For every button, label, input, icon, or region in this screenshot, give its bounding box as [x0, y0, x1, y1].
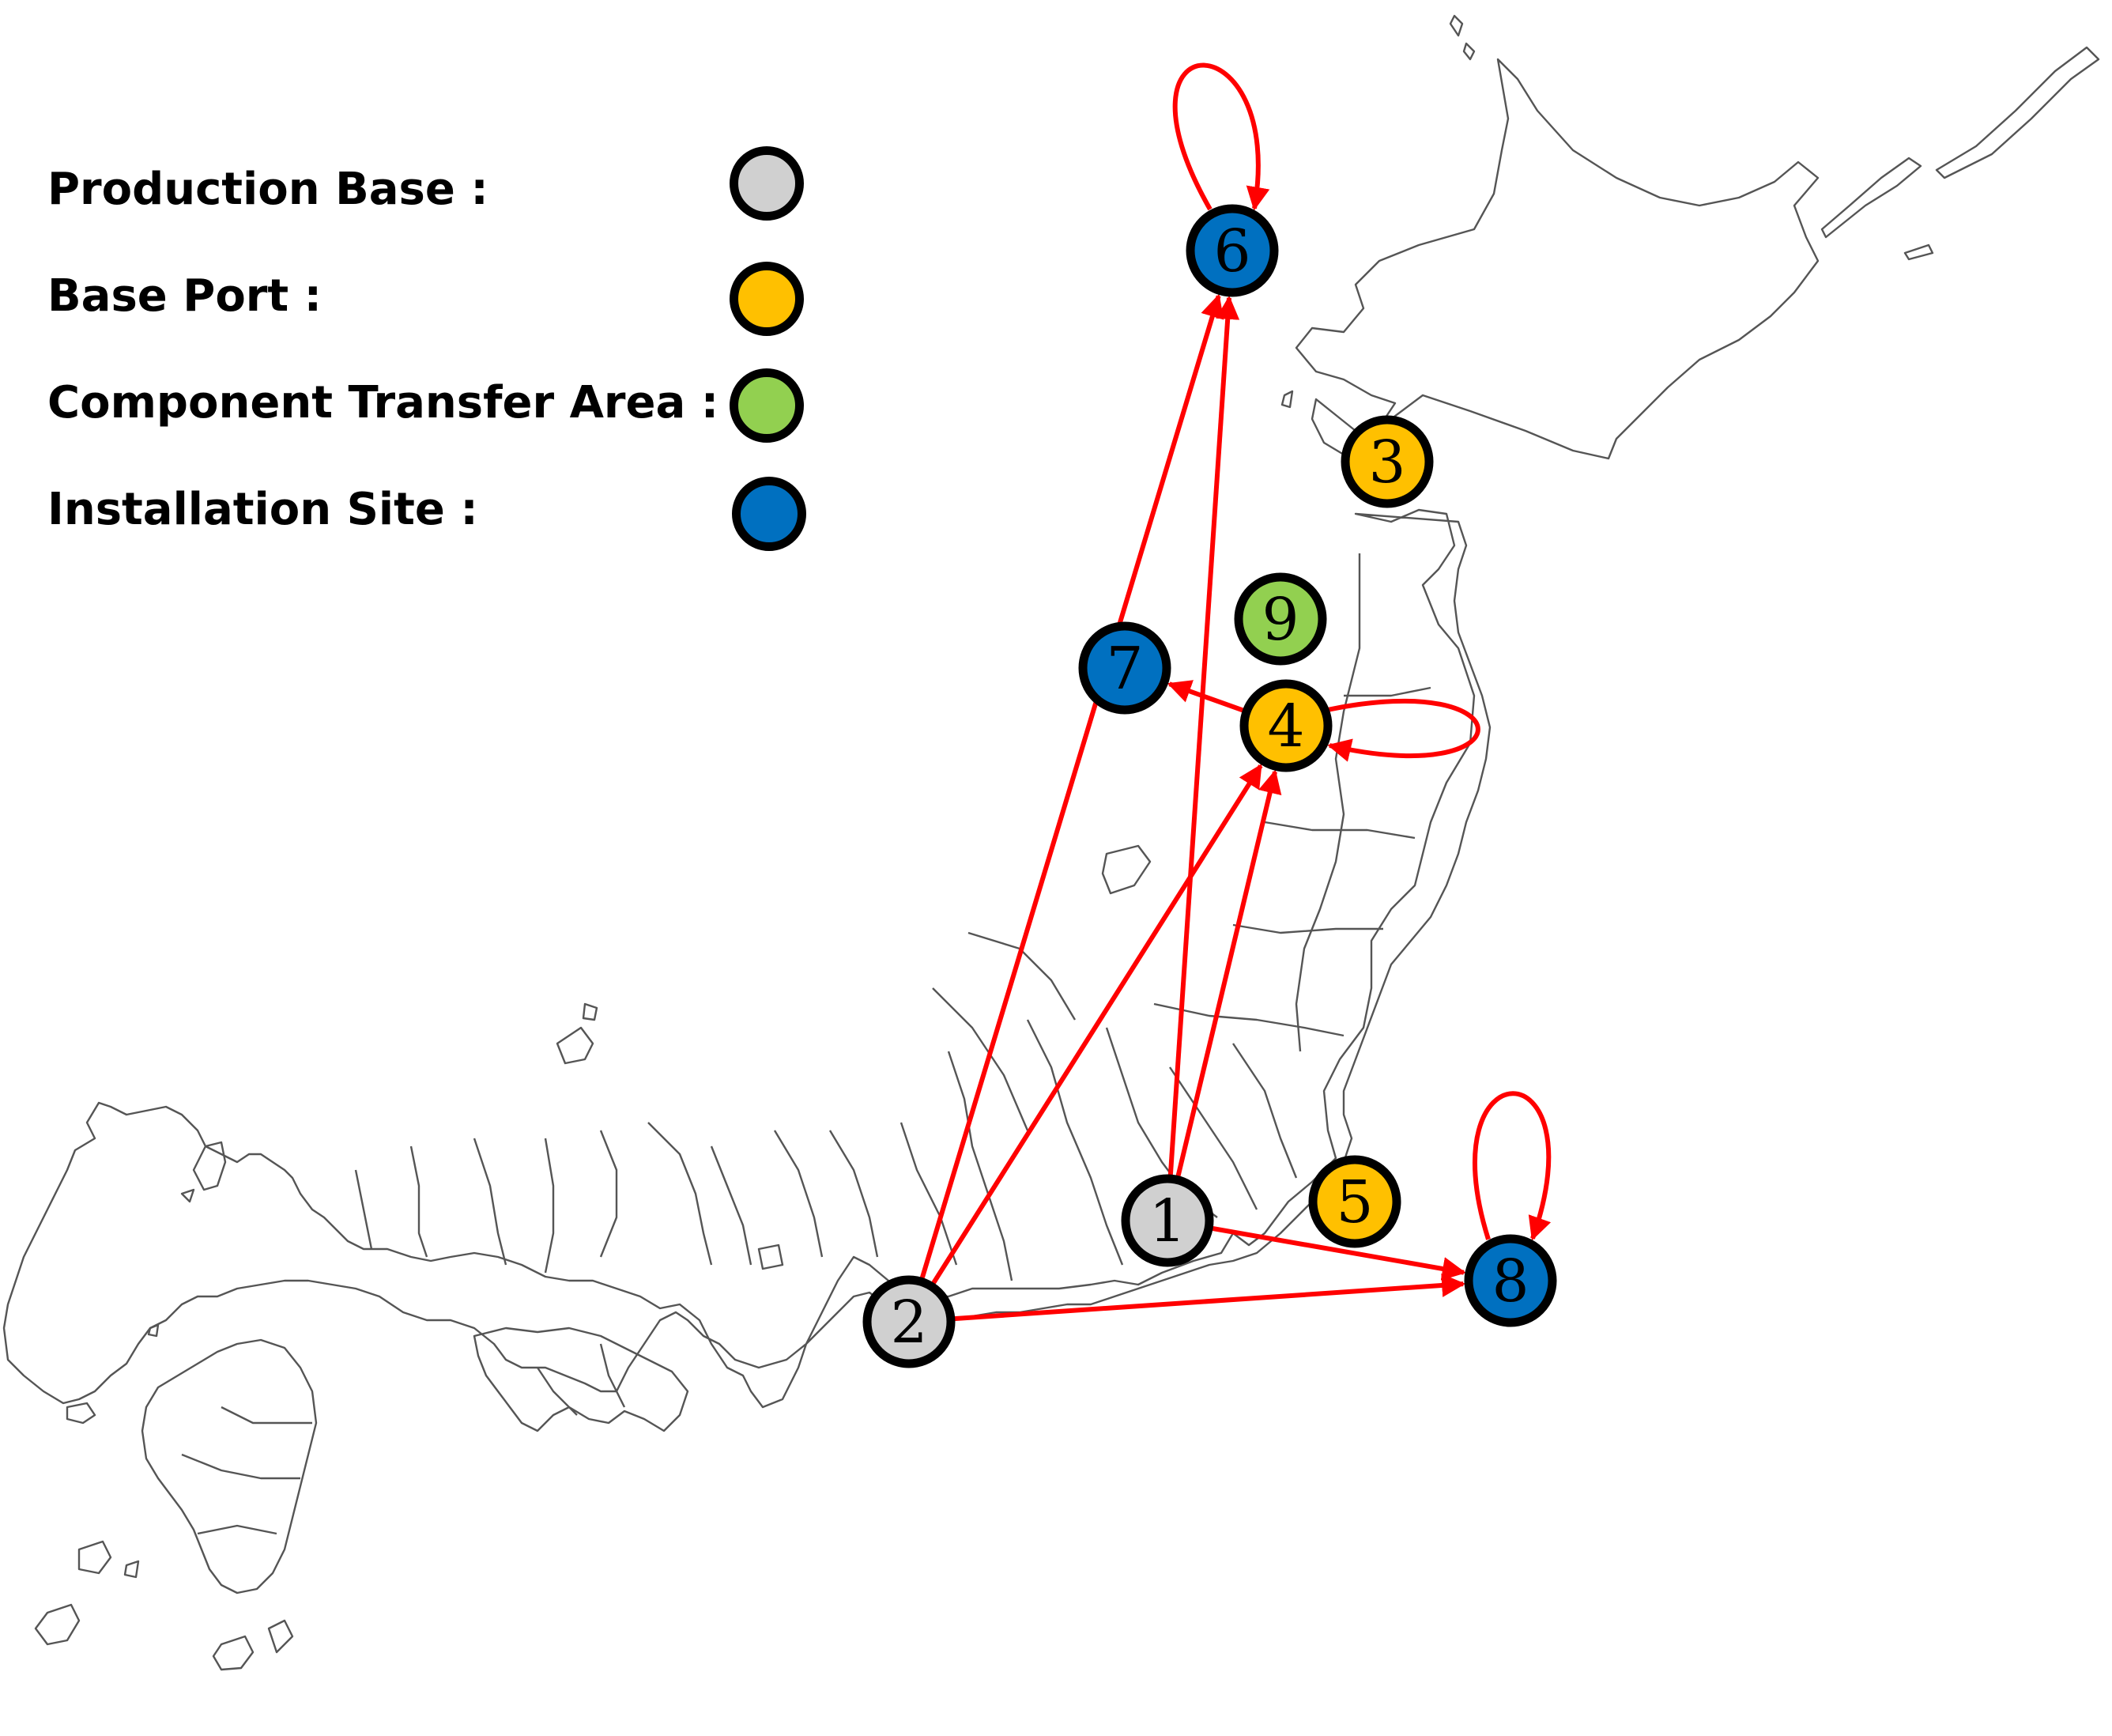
route-arrows [908, 62, 1552, 1324]
route-1-to-4 [1166, 769, 1282, 1215]
site-node-5: 5 [1308, 1155, 1401, 1248]
site-node-8: 8 [1464, 1234, 1557, 1327]
installation-site-marker-icon [732, 477, 806, 551]
route-2-to-6 [908, 293, 1224, 1317]
site-marker-6-icon [1186, 204, 1279, 297]
site-label-7: 7 [1106, 635, 1143, 703]
site-label-1: 1 [1148, 1187, 1186, 1255]
site-node-4: 4 [1239, 679, 1333, 772]
site-marker-5-icon [1308, 1155, 1401, 1248]
kyushu-outline [141, 1338, 318, 1594]
legend-label-production-base: Production Base : [47, 164, 488, 215]
site-node-6: 6 [1186, 204, 1279, 297]
site-marker-3-icon [1341, 415, 1434, 508]
route-1-to-8 [1173, 1219, 1466, 1281]
site-label-6: 6 [1213, 217, 1250, 285]
site-marker-2-icon [862, 1275, 956, 1368]
route-loop-6 [1172, 62, 1270, 211]
site-label-8: 8 [1492, 1247, 1529, 1315]
site-node-1: 1 [1121, 1174, 1214, 1267]
site-node-9: 9 [1234, 572, 1327, 666]
site-marker-7-icon [1078, 621, 1171, 715]
legend-label-installation-site: Installation Site : [47, 484, 478, 535]
honshu-outline [2, 508, 1492, 1409]
route-2-to-4 [910, 764, 1263, 1318]
site-label-3: 3 [1368, 428, 1405, 496]
route-2-to-8 [915, 1273, 1466, 1324]
shikoku-outline [473, 1327, 689, 1432]
production-base-marker-icon [730, 146, 804, 221]
base-port-marker-icon [730, 262, 804, 336]
site-node-7: 7 [1078, 621, 1171, 715]
site-marker-9-icon [1234, 572, 1327, 666]
site-marker-1-icon [1121, 1174, 1214, 1267]
route-loop-4 [1326, 698, 1480, 762]
route-loop-8 [1473, 1091, 1552, 1241]
component-transfer-area-marker-icon [730, 368, 804, 443]
site-markers: 1 2 3 4 5 6 7 8 9 [862, 204, 1557, 1368]
site-label-9: 9 [1262, 586, 1299, 654]
japan-outline [2, 14, 2100, 1671]
site-label-5: 5 [1336, 1168, 1373, 1236]
site-marker-4-icon [1239, 679, 1333, 772]
legend-label-component-transfer-area: Component Transfer Area : [47, 377, 719, 428]
site-marker-8-icon [1464, 1234, 1557, 1327]
site-node-3: 3 [1341, 415, 1434, 508]
site-label-4: 4 [1267, 693, 1304, 760]
prefecture-borders [181, 553, 1431, 1535]
route-1-to-6 [1165, 295, 1240, 1215]
legend-label-base-port: Base Port : [47, 270, 322, 322]
site-node-2: 2 [862, 1275, 956, 1368]
site-label-2: 2 [890, 1289, 927, 1357]
